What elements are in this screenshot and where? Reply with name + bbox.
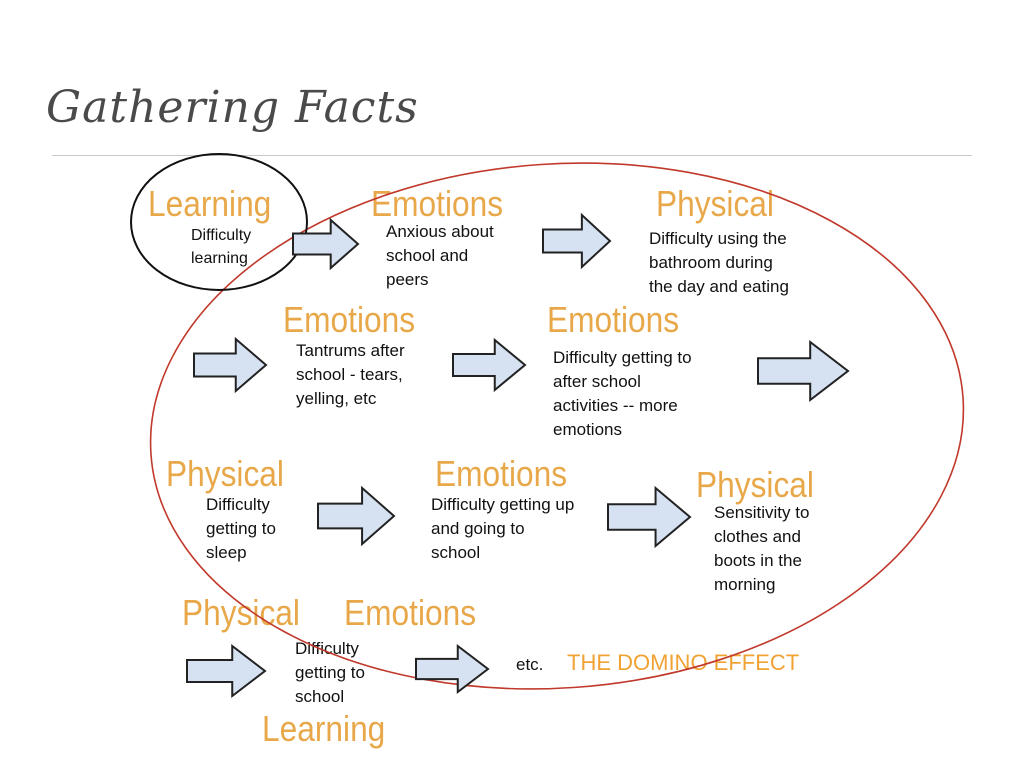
fact-after-school: Difficulty getting to after school activ…	[553, 348, 692, 439]
block-arrow-right-icon	[452, 337, 527, 393]
category-label-emotions: Emotions	[344, 592, 477, 633]
block-arrow-right-icon	[186, 643, 267, 699]
category-label-physical: Physical	[696, 464, 814, 505]
fact-tantrums: Tantrums after school - tears, yelling, …	[296, 341, 405, 408]
category-label-learning: Learning	[262, 708, 386, 749]
category-label-physical: Physical	[166, 453, 284, 494]
title-divider	[52, 155, 972, 156]
category-label-emotions: Emotions	[371, 183, 504, 224]
category-label-physical: Physical	[656, 183, 774, 224]
block-arrow-right-icon	[757, 339, 850, 403]
fact-bathroom: Difficulty using the bathroom during the…	[649, 229, 789, 296]
etc-label: etc.	[516, 655, 544, 674]
slide-title: Gathering Facts	[46, 82, 419, 133]
block-arrow-right-icon	[607, 485, 692, 549]
category-label-physical: Physical	[182, 592, 300, 633]
category-label-emotions: Emotions	[283, 299, 416, 340]
block-arrow-right-icon	[542, 212, 612, 270]
block-arrow-right-icon	[292, 217, 360, 271]
block-arrow-right-icon	[317, 485, 396, 547]
fact-anxious: Anxious about school and peers	[386, 222, 494, 289]
fact-clothes: Sensitivity to clothes and boots in the …	[714, 503, 810, 594]
fact-getting-up: Difficulty getting up and going to schoo…	[431, 495, 575, 562]
fact-difficulty-learning: Difficulty learning	[191, 227, 252, 267]
fact-getting-to-school: Difficulty getting to school	[295, 639, 365, 706]
block-arrow-right-icon	[415, 643, 490, 695]
category-label-emotions: Emotions	[435, 453, 568, 494]
category-label-emotions: Emotions	[547, 299, 680, 340]
category-label-learning: Learning	[148, 183, 272, 224]
fact-sleep: Difficulty getting to sleep	[206, 495, 276, 562]
highlight-oval	[130, 153, 308, 291]
cycle-oval	[149, 162, 965, 690]
block-arrow-right-icon	[193, 336, 268, 394]
arrow-group	[186, 212, 850, 699]
